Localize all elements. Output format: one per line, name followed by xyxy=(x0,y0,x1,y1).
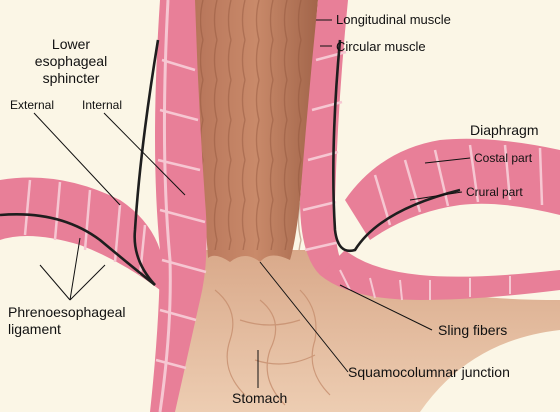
les-label-line2: esophageal xyxy=(34,53,108,69)
circular-muscle-label: Circular muscle xyxy=(336,39,426,54)
costal-part-label: Costal part xyxy=(474,151,533,165)
leader-lines xyxy=(33,19,471,388)
stomach-rugae xyxy=(214,289,331,406)
sling-fiber-bands xyxy=(339,269,511,301)
les-label-line1: Lower xyxy=(51,36,91,52)
phreno-label-line1: Phrenoesophageal xyxy=(8,304,126,320)
lumen-folds xyxy=(200,0,310,250)
lower-esophageal-sphincter-label: Lower esophageal sphincter xyxy=(6,36,136,87)
internal-label: Internal xyxy=(82,98,123,112)
external-label: External xyxy=(10,98,55,112)
gastric-wall-right xyxy=(320,250,560,300)
sling-fibers-label: Sling fibers xyxy=(438,322,508,338)
les-label-line3: sphincter xyxy=(42,70,100,86)
phreno-label-line2: ligament xyxy=(8,321,61,337)
stomach-label: Stomach xyxy=(232,390,288,406)
left-longitudinal-layer xyxy=(158,0,172,412)
stomach-body xyxy=(175,250,560,412)
phrenoesophageal-ligament-lines xyxy=(0,39,461,287)
phrenoesophageal-ligament-label: Phrenoesophageal ligament xyxy=(8,304,126,338)
crural-part-label: Crural part xyxy=(466,185,523,199)
right-esophageal-wall xyxy=(300,0,348,275)
diaphragm-label: Diaphragm xyxy=(470,122,539,138)
squamocolumnar-junction-label: Squamocolumnar junction xyxy=(348,364,510,380)
longitudinal-muscle-label: Longitudinal muscle xyxy=(336,12,451,27)
